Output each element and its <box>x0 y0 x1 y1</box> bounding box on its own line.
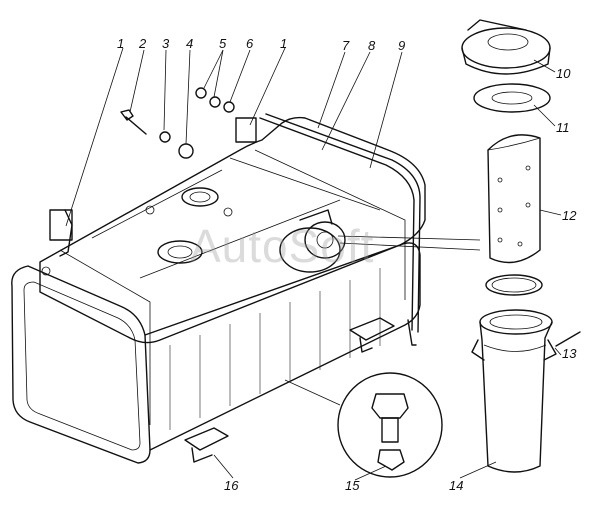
washer-6 <box>223 101 235 113</box>
callout-1b: 1 <box>280 36 287 51</box>
tank-groove-b <box>139 199 341 279</box>
tank-groove-c <box>229 157 381 211</box>
strap-front-bracket <box>49 209 73 241</box>
leader-lines <box>65 47 562 481</box>
fuel-filter-strainer <box>485 134 543 296</box>
cap-gasket <box>473 83 551 113</box>
tank-side-shading <box>169 268 381 430</box>
callout-13: 13 <box>562 346 577 361</box>
callout-8: 8 <box>368 38 376 53</box>
tank-rib-front <box>59 249 151 425</box>
filler-cap-assembly <box>461 19 551 113</box>
nut-lower <box>178 143 194 159</box>
callout-14: 14 <box>449 478 463 493</box>
filler-pipe <box>471 309 581 473</box>
tank-side <box>144 242 421 451</box>
tank-top-surface <box>39 116 426 344</box>
filler-cap-on-tank <box>304 221 346 259</box>
plug-c <box>41 266 51 276</box>
clamp-screw <box>555 331 581 347</box>
callout-11: 11 <box>556 120 570 135</box>
callout-7: 7 <box>342 38 350 53</box>
callout-16: 16 <box>224 478 239 493</box>
nut-a <box>195 87 207 99</box>
callout-6: 6 <box>246 36 254 51</box>
mount-bracket-front <box>184 427 229 463</box>
strap-rear-tail <box>407 319 417 346</box>
callout-4: 4 <box>186 36 193 51</box>
callout-labels: 1 2 3 4 5 6 1 7 8 9 10 11 12 13 14 15 16 <box>117 36 577 493</box>
clamp <box>471 339 557 361</box>
callout-10: 10 <box>556 66 571 81</box>
strap-rear <box>259 117 415 331</box>
nut-b <box>209 96 221 108</box>
callout-1a: 1 <box>117 36 124 51</box>
plug-a <box>145 205 155 215</box>
bolt <box>120 109 147 135</box>
fuel-tank <box>11 116 426 464</box>
callout-12: 12 <box>562 208 577 223</box>
tank-front-face-inner <box>23 281 141 451</box>
tank-groove-a <box>91 169 223 239</box>
straps <box>49 113 421 346</box>
tank-rib-rear <box>254 149 406 300</box>
callout-2: 2 <box>138 36 147 51</box>
callout-9: 9 <box>398 38 405 53</box>
washer-small <box>159 131 171 143</box>
strap-rear-bracket <box>235 117 257 143</box>
callout-15: 15 <box>345 478 360 493</box>
detail-circle <box>337 372 443 478</box>
fasteners <box>120 87 235 159</box>
plug-b <box>223 207 233 217</box>
sender-port <box>181 187 219 207</box>
filler-pipe-body <box>479 321 553 473</box>
drain-plug <box>371 393 409 419</box>
watermark-text: AutoSoft <box>190 220 374 272</box>
strainer-body <box>487 134 541 264</box>
tank-front-face <box>11 265 151 464</box>
drain-port-top <box>157 240 203 264</box>
drain-plug-detail <box>337 372 443 478</box>
mount-bracket-rear <box>349 317 395 353</box>
callout-3: 3 <box>162 36 170 51</box>
mesh-disk <box>485 274 543 296</box>
callout-5: 5 <box>219 36 227 51</box>
